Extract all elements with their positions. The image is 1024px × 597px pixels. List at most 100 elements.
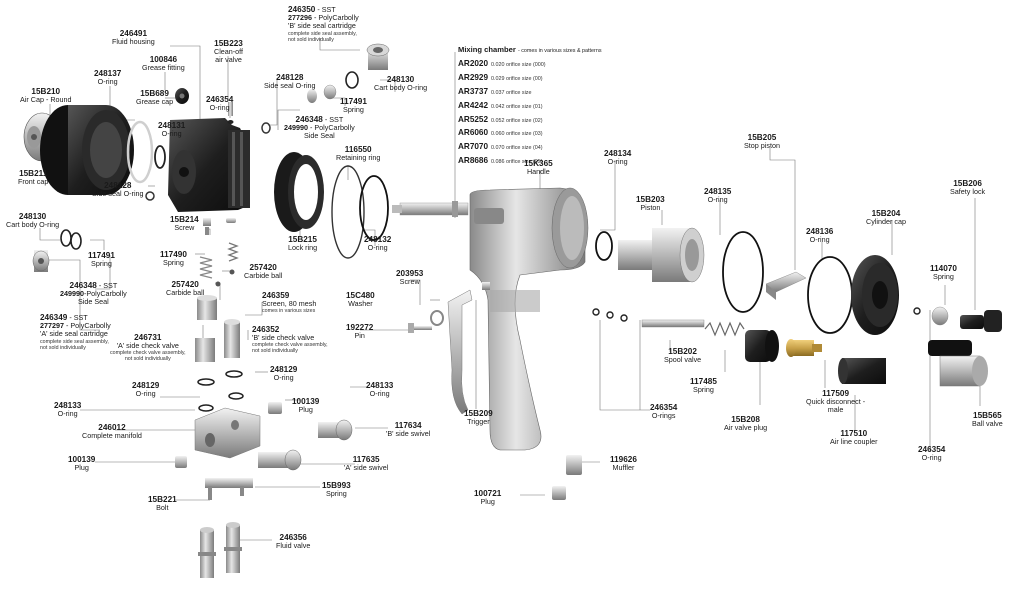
safety-lock-shape <box>960 310 1002 332</box>
grease-fitting-shape <box>175 88 189 104</box>
spring-114070-shape <box>931 306 949 326</box>
mixing-chamber-code: AR5252 <box>458 114 489 124</box>
mixing-chamber-orifice: 0.037 orifice size <box>491 89 532 96</box>
mixing-chamber-shape <box>392 201 469 217</box>
mixing-chamber-code: AR8686 <box>458 156 489 166</box>
small-o-rings-shape <box>592 307 921 322</box>
manifold-shape <box>194 407 261 459</box>
muffler-plug-shapes <box>552 455 582 500</box>
mixing-chamber-orifice: 0.070 orifice size (04) <box>491 145 543 152</box>
piston-shape <box>618 227 705 283</box>
quick-disconnect-shape <box>786 339 822 357</box>
side-seal-b-shape <box>307 89 317 103</box>
side-seal-o-ring-a-shape <box>145 191 155 201</box>
front-cap-shape <box>40 105 134 195</box>
mixing-chamber-code: AR2929 <box>458 72 489 82</box>
mixing-chamber-code: AR6060 <box>458 128 489 138</box>
swivel-shapes <box>258 419 353 471</box>
trigger-shape <box>447 289 473 415</box>
air-valve-plug-shape <box>745 330 779 362</box>
ball-valve-shape <box>928 340 988 387</box>
spool-valve-shape <box>641 319 745 337</box>
mixing-chamber-orifice: 0.020 orifice size (000) <box>491 61 546 68</box>
leader-lines <box>39 38 981 541</box>
check-valve-stack-shape <box>195 218 244 412</box>
mixing-chamber-orifice: 0.052 orifice size (02) <box>491 117 543 124</box>
mixing-chamber-code: AR2020 <box>458 58 489 68</box>
o-ring-248132-shape <box>359 175 389 241</box>
label-swivel-a: 117635'A' side swivel <box>344 455 389 473</box>
o-ring-248135-shape <box>722 231 764 313</box>
label-swivel-b: 117634'B' side swivel <box>386 421 431 439</box>
cylinder-cap-shape <box>851 255 899 335</box>
stop-piston-shape <box>765 271 807 300</box>
o-ring-248134-shape <box>595 231 613 261</box>
mixing-chamber-orifice: 0.086 orifice size (05) <box>491 159 543 166</box>
o-ring-248136-shape <box>807 256 853 334</box>
bolt-spring-shape <box>205 478 253 500</box>
retaining-ring-shape <box>331 165 365 259</box>
air-line-coupler-shape <box>838 358 886 384</box>
cartridge-b-shape <box>366 43 390 70</box>
mixing-chamber-code: AR3737 <box>458 86 489 96</box>
gun-handle-shape <box>469 187 589 451</box>
mixing-chamber-orifice: 0.060 orifice size (03) <box>491 131 543 138</box>
o-ring-248131-shape <box>154 145 166 169</box>
mixing-chamber-code: AR7070 <box>458 142 489 152</box>
